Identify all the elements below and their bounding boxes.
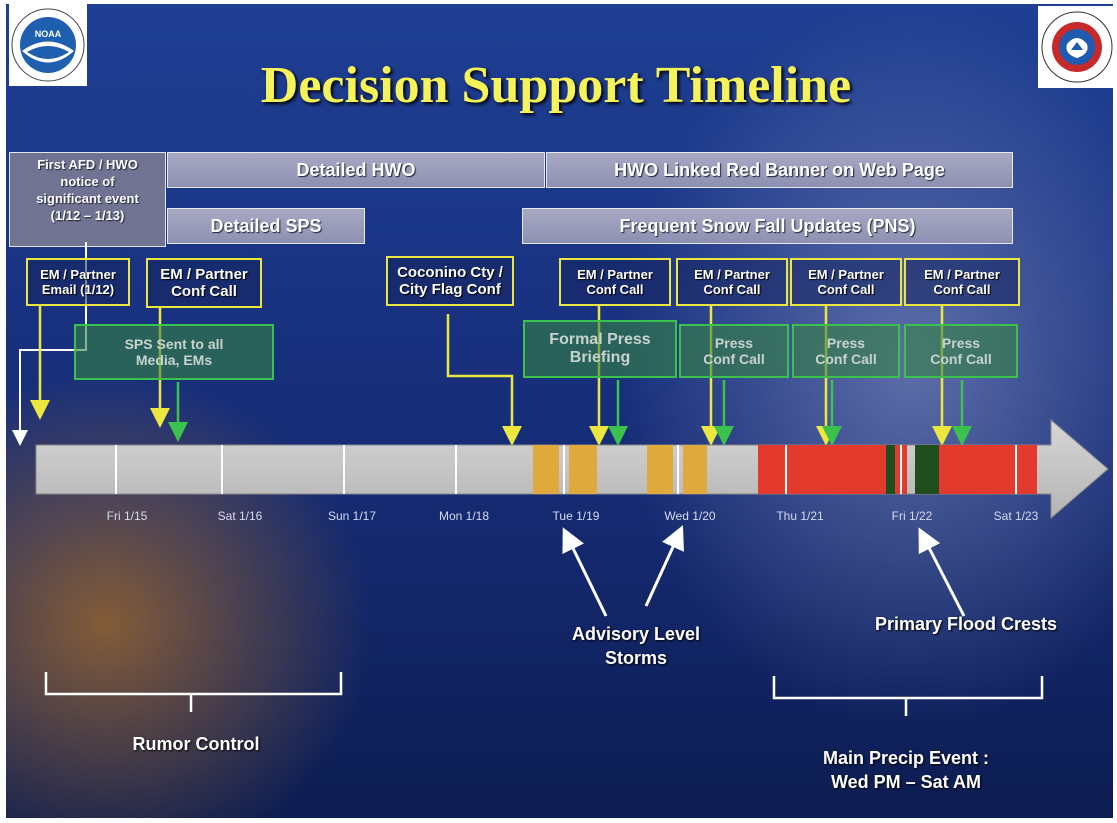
box-line: City Flag Conf [399,281,501,298]
box-line: Press [826,335,866,351]
box-line: Press [714,335,754,351]
date-label: Fri 1/15 [106,509,148,523]
box-line: Conf Call [817,282,875,297]
date-label: Thu 1/21 [776,509,824,523]
box-line: Conf Call [586,282,644,297]
box-line: Conf Call [933,282,991,297]
box-line: Conf Call [815,351,877,367]
box-line: EM / Partner [924,267,1000,282]
em-partner-conf-call-box: EM / Partner Conf Call [559,258,671,306]
slide: NOAA Decision Support Timeline Detailed … [6,4,1113,818]
box-line: Briefing [569,349,631,366]
notice-line: significant event [36,191,139,206]
box-line: Coconino Cty / [397,264,503,281]
note-line: Advisory Level [571,624,701,644]
box-line: SPS Sent to all [124,336,224,352]
em-partner-conf-call-box: EM / Partner Conf Call [676,258,788,306]
noaa-logo: NOAA [9,4,87,86]
box-line: EM / Partner [808,267,884,282]
date-label: Fri 1/22 [891,509,933,523]
snowfall-updates-bar: Frequent Snow Fall Updates (PNS) [522,208,1013,244]
press-conf-call-box: Press Conf Call [904,324,1018,378]
nws-logo [1038,6,1113,88]
svg-text:NOAA: NOAA [35,29,62,39]
box-line: EM / Partner [577,267,653,282]
flood-crests-note: Primary Flood Crests [874,614,1058,634]
press-conf-call-box: Press Conf Call [792,324,900,378]
date-label: Sat 1/23 [993,509,1039,523]
advisory-level-note: Advisory Level Storms [526,622,746,670]
advisory-segments [533,445,707,494]
date-label: Wed 1/20 [664,509,716,523]
coconino-conf-box: Coconino Cty / City Flag Conf [386,256,514,306]
formal-press-briefing-box: Formal Press Briefing [523,320,677,378]
first-afd-notice: First AFD / HWO notice of significant ev… [9,152,166,247]
box-line: EM / Partner [160,266,248,283]
box-line: Conf Call [171,283,237,300]
box-line: Press [941,335,981,351]
connector-arrows [12,242,1044,716]
notice-line: notice of [60,174,115,189]
em-partner-email-box: EM / Partner Email (1/12) [26,258,130,306]
date-label: Sun 1/17 [327,509,377,523]
page-title: Decision Support Timeline [260,57,852,114]
box-line: EM / Partner [40,267,116,282]
press-conf-call-box: Press Conf Call [679,324,789,378]
flood-segments [758,445,1037,494]
em-partner-conf-call-box: EM / Partner Conf Call [904,258,1020,306]
hwo-banner-bar: HWO Linked Red Banner on Web Page [546,152,1013,188]
timeline-bar [35,418,1109,520]
note-line: Main Precip Event : [822,748,990,768]
note-line: Storms [604,648,667,668]
date-label: Sat 1/16 [217,509,263,523]
notice-line: First AFD / HWO [37,157,138,172]
box-line: Conf Call [930,351,992,367]
sps-sent-box: SPS Sent to all Media, EMs [74,324,274,380]
box-line: Formal Press [549,331,651,348]
notice-line: (1/12 – 1/13) [50,208,125,223]
rumor-control-note: Rumor Control [132,734,260,754]
detailed-hwo-bar: Detailed HWO [167,152,545,188]
box-line: Email (1/12) [41,282,115,297]
main-precip-note: Main Precip Event : Wed PM – Sat AM [786,746,1026,794]
box-line: EM / Partner [694,267,770,282]
em-partner-conf-call-box: EM / Partner Conf Call [146,258,262,308]
day-dividers [115,445,1017,494]
note-line: Wed PM – Sat AM [830,772,982,792]
em-partner-conf-call-box: EM / Partner Conf Call [790,258,902,306]
date-label: Mon 1/18 [438,509,490,523]
date-label: Tue 1/19 [552,509,600,523]
detailed-sps-bar: Detailed SPS [167,208,365,244]
box-line: Media, EMs [135,352,213,368]
box-line: Conf Call [703,351,765,367]
box-line: Conf Call [703,282,761,297]
